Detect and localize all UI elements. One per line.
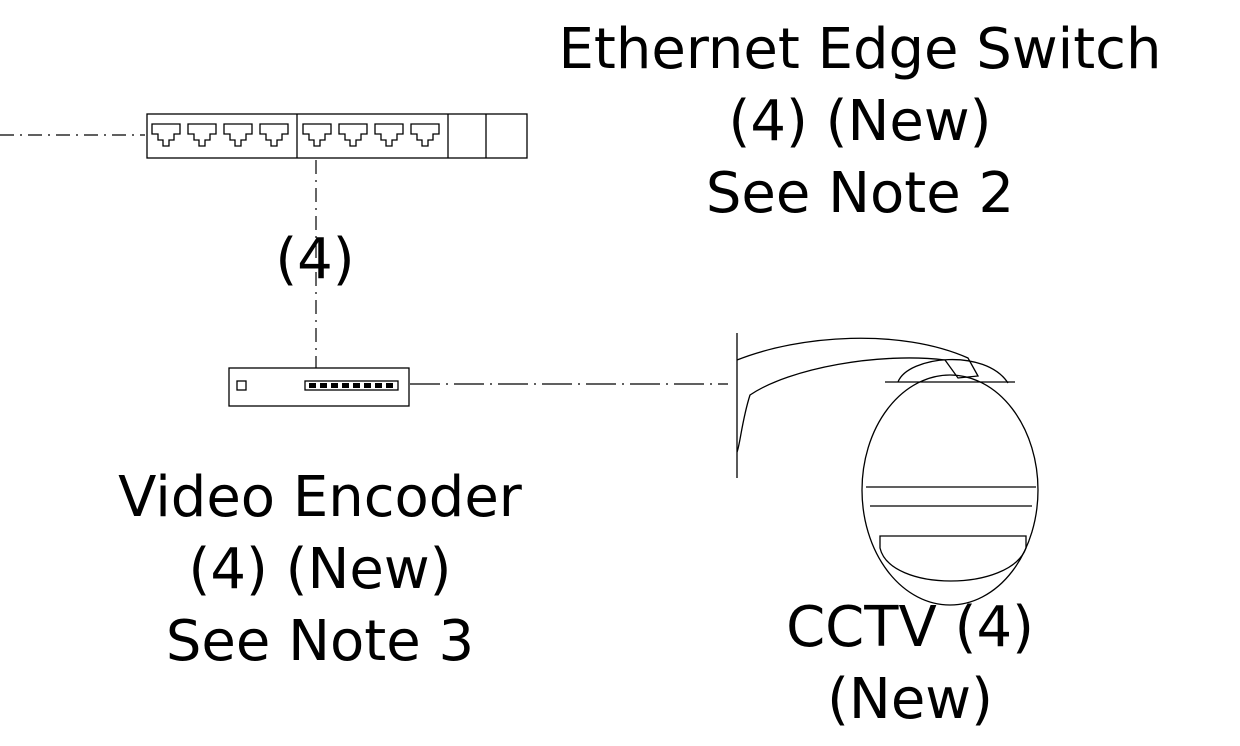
camera-label-line-2: (New) (827, 667, 993, 732)
ethernet-port-icon (259, 123, 289, 147)
encoder-port-icon (364, 383, 371, 388)
encoder-port-icon (309, 383, 316, 388)
ethernet-port-icon (302, 123, 332, 147)
ethernet-port-icon (187, 123, 217, 147)
encoder-label-line-3: See Note 3 (165, 609, 475, 674)
ethernet-port-icon (151, 123, 181, 147)
video-encoder-icon (228, 367, 410, 407)
ethernet-port-icon (374, 123, 404, 147)
switch-label-line-3: See Note 2 (705, 161, 1015, 226)
camera-label: CCTV (4) (New) (760, 592, 1060, 736)
ptz-dome-camera-icon (736, 333, 1039, 606)
encoder-ports (309, 383, 393, 388)
encoder-label-line-1: Video Encoder (118, 465, 522, 530)
switch-ports (151, 123, 440, 147)
ethernet-port-icon (410, 123, 440, 147)
ethernet-port-icon (338, 123, 368, 147)
encoder-port-icon (375, 383, 382, 388)
ethernet-switch-icon (146, 113, 528, 159)
encoder-label-line-2: (4) (New) (188, 537, 452, 602)
encoder-label: Video Encoder (4) (New) See Note 3 (60, 462, 580, 678)
switch-label: Ethernet Edge Switch (4) (New) See Note … (530, 14, 1190, 230)
ethernet-port-icon (223, 123, 253, 147)
encoder-port-icon (331, 383, 338, 388)
encoder-port-icon (342, 383, 349, 388)
switch-label-line-2: (4) (New) (728, 89, 992, 154)
encoder-port-icon (386, 383, 393, 388)
switch-label-line-1: Ethernet Edge Switch (558, 17, 1162, 82)
link-count-text: (4) (275, 227, 355, 292)
camera-label-line-1: CCTV (4) (786, 595, 1034, 660)
link-count-label: (4) (255, 224, 375, 296)
encoder-port-icon (320, 383, 327, 388)
encoder-port-icon (353, 383, 360, 388)
